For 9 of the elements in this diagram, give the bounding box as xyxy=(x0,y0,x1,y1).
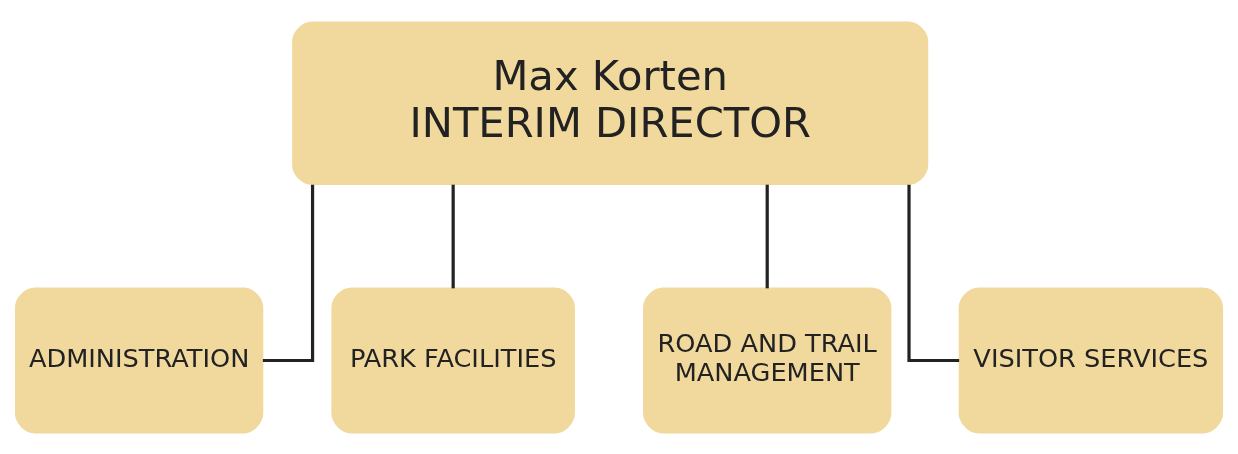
node-box: Max Korten INTERIM DIRECTOR xyxy=(292,21,929,185)
node-box: ROAD AND TRAIL MANAGEMENT xyxy=(643,287,892,433)
connector xyxy=(262,184,315,362)
node-box: PARK FACILITIES xyxy=(331,287,575,433)
connector xyxy=(765,184,769,288)
connector xyxy=(451,184,455,288)
node-box: ADMINISTRATION xyxy=(14,287,264,433)
connector xyxy=(907,184,960,362)
node-box: VISITOR SERVICES xyxy=(958,287,1224,433)
